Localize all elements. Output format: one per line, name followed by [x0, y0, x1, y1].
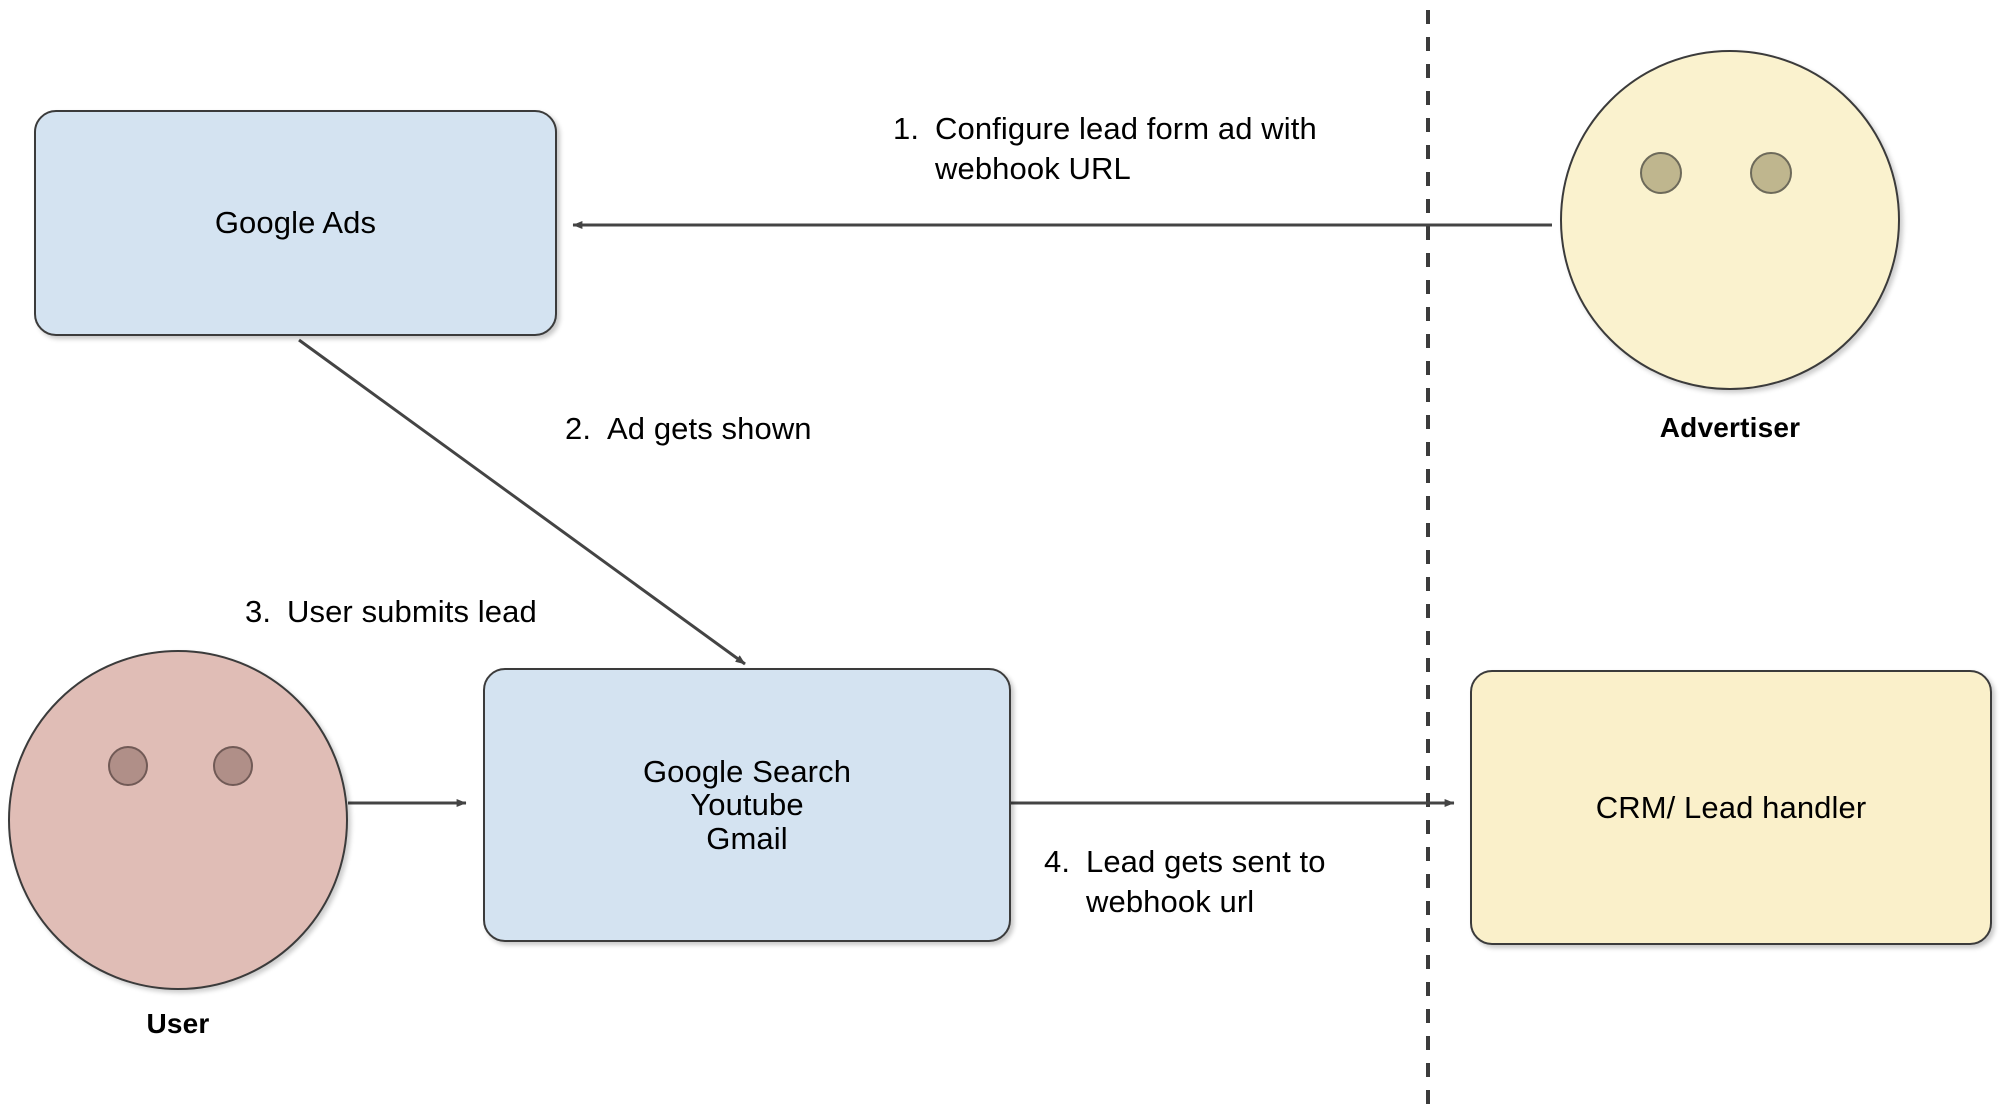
- user-left-eye-icon: [108, 746, 148, 786]
- step-3-number: 3.: [245, 594, 272, 629]
- step-1-number: 1.: [893, 111, 920, 146]
- step-3-line1: User submits lead: [287, 594, 537, 629]
- step-label-1: 1. Configure lead form ad with webhook UR…: [893, 109, 1317, 188]
- node-google-surfaces[interactable]: Google Search Youtube Gmail: [483, 668, 1011, 942]
- step-label-2: 2. Ad gets shown: [565, 409, 812, 449]
- node-crm-label: CRM/ Lead handler: [1595, 789, 1867, 825]
- step-label-4: 4. Lead gets sent to webhook url: [1044, 842, 1326, 921]
- actor-advertiser-face-icon[interactable]: [1560, 50, 1900, 390]
- actor-user-caption: User: [146, 1008, 210, 1039]
- step-4-line1: Lead gets sent to: [1086, 844, 1326, 879]
- actor-user-face-icon[interactable]: [8, 650, 348, 990]
- advertiser-left-eye-icon: [1640, 152, 1682, 194]
- step-2-number: 2.: [565, 411, 592, 446]
- arrow-google-ads-to-surfaces: [298, 338, 746, 666]
- step-4-line2: webhook url: [1086, 883, 1255, 919]
- surface-line-youtube: Youtube: [690, 787, 804, 823]
- step-1-line1: Configure lead form ad with: [935, 111, 1317, 146]
- node-google-ads-label: Google Ads: [214, 205, 377, 241]
- step-2-line1: Ad gets shown: [607, 411, 812, 446]
- step-4-number: 4.: [1044, 844, 1071, 879]
- node-google-surfaces-label: Google Search Youtube Gmail: [642, 753, 852, 856]
- surface-line-gmail: Gmail: [706, 820, 788, 856]
- surface-line-google-search: Google Search: [642, 753, 852, 789]
- node-google-ads[interactable]: Google Ads: [34, 110, 557, 336]
- actor-advertiser-caption: Advertiser: [1659, 412, 1801, 443]
- step-1-line2: webhook URL: [935, 150, 1131, 186]
- step-label-3: 3. User submits lead: [245, 592, 537, 632]
- node-crm-lead-handler[interactable]: CRM/ Lead handler: [1470, 670, 1992, 945]
- advertiser-right-eye-icon: [1750, 152, 1792, 194]
- user-right-eye-icon: [213, 746, 253, 786]
